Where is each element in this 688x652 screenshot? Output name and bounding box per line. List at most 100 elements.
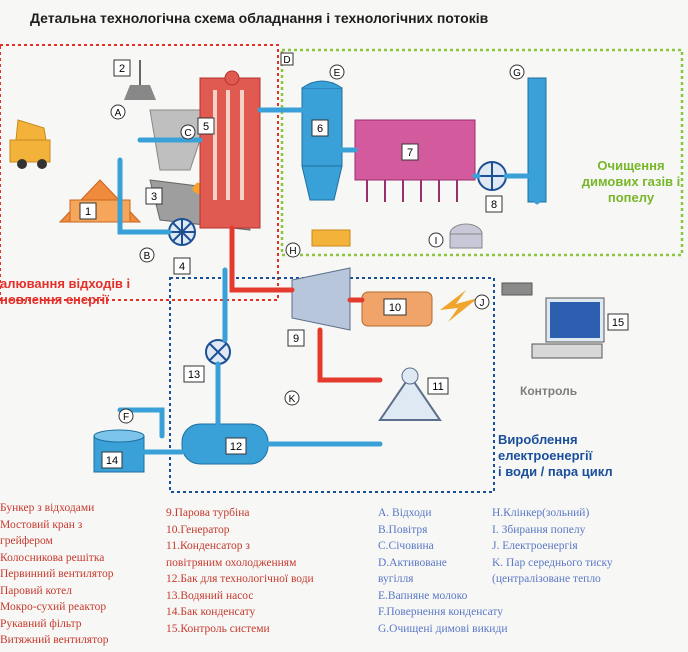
legend-item: Первинний вентилятор: [0, 568, 114, 580]
svg-text:1: 1: [85, 206, 91, 218]
clinker-truck: [311, 229, 351, 247]
svg-text:2: 2: [119, 63, 125, 75]
svg-text:E: E: [334, 68, 341, 79]
reactor-6: [301, 80, 343, 201]
svg-text:G: G: [513, 68, 521, 79]
legend-item: 11.Конденсатор з: [166, 540, 250, 552]
ash-collector: [449, 223, 483, 249]
legend-item: Мостовий кран з: [0, 518, 83, 531]
svg-text:5: 5: [203, 121, 209, 133]
legend-item: вугілля: [378, 573, 414, 585]
legend-item: Рукавний фільтр: [0, 617, 82, 630]
svg-text:6: 6: [317, 123, 323, 135]
boiler-5: [199, 70, 261, 229]
pipes: [117, 107, 540, 455]
exhaust-fan-8: [477, 161, 507, 191]
letter-A: A: [110, 104, 126, 120]
letter-F: F: [118, 408, 134, 424]
badge-11: 11: [427, 377, 449, 395]
legend-item: D.Активоване: [378, 556, 447, 569]
badge-15: 15: [607, 313, 629, 331]
svg-text:10: 10: [389, 302, 401, 314]
control-system-15: [531, 297, 605, 359]
legend-item: A. Відходи: [378, 507, 432, 519]
letter-H: H: [285, 242, 301, 258]
legend-item: Бункер з відходами: [0, 502, 95, 514]
svg-text:H: H: [289, 246, 296, 257]
legend-equipment-col2: 9.Парова турбіна 10.Генератор 11.Конденс…: [166, 505, 314, 637]
svg-text:B: B: [144, 251, 151, 262]
svg-text:8: 8: [491, 199, 497, 211]
badge-8: 8: [485, 195, 503, 213]
process-water-tank-12: [181, 423, 269, 465]
legend-streams-col1: A. Відходи B.Повітря C.Січовина D.Активо…: [378, 505, 507, 637]
legend-item: C.Січовина: [378, 540, 434, 552]
legend-item: 14.Бак конденсату: [166, 606, 256, 618]
legend-item: F.Повернення конденсату: [378, 606, 504, 618]
svg-text:9: 9: [293, 333, 299, 345]
air-cooled-condenser-11: [378, 367, 442, 421]
badge-2: 2: [113, 59, 131, 77]
legend-item: 10.Генератор: [166, 523, 230, 536]
control-label: Контроль: [520, 384, 578, 398]
letter-E: E: [329, 64, 345, 80]
legend-item: повітряним охолодженням: [166, 556, 297, 569]
electricity-bolt: [440, 290, 478, 322]
svg-text:D: D: [283, 55, 290, 66]
svg-text:F: F: [123, 412, 129, 423]
primary-fan-4: [168, 218, 196, 246]
svg-text:I: I: [435, 236, 438, 247]
letter-B: B: [139, 247, 155, 263]
legend-item: грейфером: [0, 535, 53, 547]
legend-item: 13.Водяний насос: [166, 589, 254, 602]
legend-equipment-col1: Бункер з відходами Мостовий кран з грейф…: [0, 500, 113, 649]
bag-filter-7: [354, 119, 476, 202]
legend-item: 12.Бак для технологічної води: [166, 573, 314, 585]
svg-text:12: 12: [230, 441, 242, 453]
legend-item: K. Пар середнього тиску: [492, 556, 613, 569]
badge-12: 12: [225, 437, 247, 455]
letter-G: G: [509, 64, 525, 80]
letter-K: K: [284, 390, 300, 406]
badge-9: 9: [287, 329, 305, 347]
svg-text:11: 11: [432, 381, 443, 393]
svg-text:14: 14: [106, 455, 118, 467]
legend-item: E.Вапняне молоко: [378, 589, 468, 602]
legend-item: I. Збирання попелу: [492, 523, 586, 536]
zone-label-power: Вироблення електроенергії і води / пара …: [498, 432, 613, 479]
svg-text:15: 15: [612, 317, 624, 329]
badge-5: 5: [197, 117, 215, 135]
badge-7: 7: [401, 143, 419, 161]
legend-item: B.Повітря: [378, 523, 428, 536]
svg-text:13: 13: [188, 369, 200, 381]
letter-I: I: [428, 232, 444, 248]
legend-item: H.Клінкер(зольний): [492, 507, 590, 519]
badge-1: 1: [79, 202, 97, 220]
steam-turbine-9: [291, 267, 351, 331]
legend-item: J. Електроенергія: [492, 540, 578, 552]
badge-14: 14: [101, 451, 123, 469]
zone-label-burning: алювання відходів і новлення енергії: [0, 276, 131, 307]
crane-grab-2: [124, 60, 156, 100]
legend-item: 9.Парова турбіна: [166, 507, 250, 519]
svg-text:3: 3: [151, 191, 157, 203]
svg-text:A: A: [115, 108, 122, 119]
badge-13: 13: [183, 365, 205, 383]
stream-letters: A B C D E F G H I J K: [110, 52, 525, 424]
badge-10: 10: [383, 298, 407, 316]
zone-cleaning-border: [280, 48, 684, 257]
zone-label-cleaning: Очищення димових газів і попелу: [581, 158, 681, 205]
badge-4: 4: [173, 257, 191, 275]
svg-text:K: K: [289, 394, 296, 405]
ash-truck: [501, 282, 533, 296]
badge-6: 6: [311, 119, 329, 137]
legend-item: Колосникова решітка: [0, 551, 105, 564]
letter-C: C: [180, 124, 196, 140]
svg-text:7: 7: [407, 147, 413, 159]
legend-item: Паровий котел: [0, 584, 72, 597]
legend-item: G.Очищені димові викиди: [378, 622, 508, 635]
svg-text:J: J: [480, 298, 485, 309]
waste-truck: [9, 119, 51, 169]
legend-item: Мокро-сухий реактор: [0, 601, 107, 613]
water-pump-13: [205, 339, 231, 365]
